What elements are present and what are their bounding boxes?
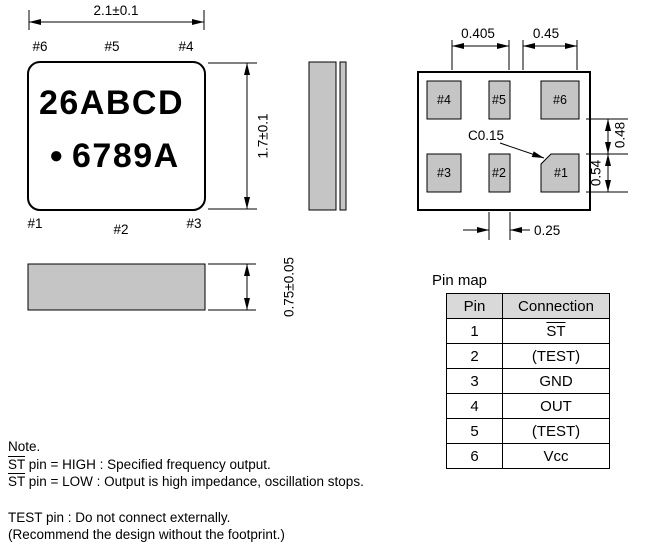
table-row: 6 Vcc xyxy=(446,443,610,469)
pad-label-1: #1 xyxy=(554,166,568,180)
pad-gap-dim-label: 0.48 xyxy=(613,122,628,148)
pad-label-2: #2 xyxy=(492,166,506,180)
pin-number: 5 xyxy=(446,418,503,444)
pad-1-chamfered xyxy=(540,153,580,193)
pin-connection: (TEST) xyxy=(502,418,610,444)
pin-label-4: #4 xyxy=(178,39,194,54)
pin-label-2: #2 xyxy=(113,222,128,237)
bottom-view-bottom-dim: 0.25 xyxy=(463,212,560,240)
connection-column-header: Connection xyxy=(502,293,610,319)
pin-number: 1 xyxy=(446,318,503,344)
pad-6 xyxy=(540,80,580,120)
note-test-pin: TEST pin : Do not connect externally. xyxy=(8,509,231,525)
pin1-marker-dot: ● xyxy=(49,142,64,169)
notes-section: Note. ST pin = HIGH : Specified frequenc… xyxy=(8,438,364,544)
pin-connection: OUT xyxy=(502,393,610,419)
pad-pitch-left-dim-label: 0.405 xyxy=(461,26,495,41)
chamfer-callout: C0.15 xyxy=(468,128,545,159)
pad-5 xyxy=(488,80,511,120)
pad-label-6: #6 xyxy=(553,93,567,107)
front-view: 0.75±0.05 xyxy=(27,257,297,317)
top-view-width-dim: 2.1±0.1 xyxy=(28,3,205,30)
pin-number: 6 xyxy=(446,443,503,469)
table-row: 2 (TEST) xyxy=(446,343,610,369)
pad-3 xyxy=(426,153,462,193)
pad-2 xyxy=(488,153,511,193)
front-view-thickness-dim: 0.75±0.05 xyxy=(208,257,297,317)
bottom-view: 0.405 0.45 #4 #5 #6 #3 #2 #1 C0.15 xyxy=(417,26,628,240)
pin-map-title: Pin map xyxy=(432,272,488,289)
table-row: 1 ST xyxy=(446,318,610,344)
side-view-body xyxy=(308,61,337,211)
pin-number: 2 xyxy=(446,343,503,369)
st-signal-label: ST xyxy=(8,474,26,489)
table-row: 4 OUT xyxy=(446,393,610,419)
pin-label-5: #5 xyxy=(104,39,119,54)
top-view-height-dim: 1.7±0.1 xyxy=(208,62,271,210)
front-view-body xyxy=(27,263,206,311)
note-recommend: (Recommend the design without the footpr… xyxy=(8,527,285,542)
thickness-dim-label: 0.75±0.05 xyxy=(282,257,297,317)
height-dim-label: 1.7±0.1 xyxy=(256,114,271,159)
marking-line1: 26ABCD xyxy=(39,84,184,122)
chamfer-dim-label: C0.15 xyxy=(468,128,504,143)
pad-label-3: #3 xyxy=(437,166,451,180)
pin-connection: Vcc xyxy=(502,443,610,469)
package-outline xyxy=(27,61,206,211)
note-st-high: ST pin = HIGH : Specified frequency outp… xyxy=(8,456,271,472)
pin-label-1: #1 xyxy=(27,216,42,231)
pin-connection: (TEST) xyxy=(502,343,610,369)
marking-line2: 6789A xyxy=(72,137,180,175)
notes-spacer xyxy=(8,491,364,509)
top-view: 2.1±0.1 #6 #5 #4 26ABCD ● 6789A 1.7±0.1 … xyxy=(27,3,271,237)
notes-title: Note. xyxy=(8,439,41,454)
bottom-view-top-dims: 0.405 0.45 xyxy=(451,26,578,70)
pin-label-6: #6 xyxy=(32,39,47,54)
bottom-view-right-dims: 0.48 0.54 xyxy=(586,118,628,193)
width-dim-label: 2.1±0.1 xyxy=(94,3,139,18)
side-view-lid xyxy=(339,61,347,211)
pin-column-header: Pin xyxy=(446,293,503,319)
table-row: 3 GND xyxy=(446,368,610,394)
pin-connection: ST xyxy=(502,318,610,344)
pad-pitch-right-dim-label: 0.45 xyxy=(533,26,559,41)
pin-label-3: #3 xyxy=(186,216,201,231)
pin-number: 4 xyxy=(446,393,503,419)
side-view xyxy=(308,61,347,211)
note-st-low: ST pin = LOW : Output is high impedance,… xyxy=(8,474,364,489)
table-header-row: Pin Connection xyxy=(446,293,610,319)
pad-label-5: #5 xyxy=(492,93,506,107)
pin-map-section: Pin map Pin Connection 1 ST 2 (TEST) 3 xyxy=(430,272,610,469)
pin-connection: GND xyxy=(502,368,610,394)
pad-label-4: #4 xyxy=(437,93,451,107)
pad-4 xyxy=(426,80,462,120)
pin-number: 3 xyxy=(446,368,503,394)
table-row: 5 (TEST) xyxy=(446,418,610,444)
pin-map-table: Pin Connection 1 ST 2 (TEST) 3 GND xyxy=(446,293,610,469)
pad-height-dim-label: 0.54 xyxy=(589,159,604,186)
center-pad-width-dim-label: 0.25 xyxy=(534,223,560,238)
st-signal-label: ST xyxy=(8,456,26,472)
